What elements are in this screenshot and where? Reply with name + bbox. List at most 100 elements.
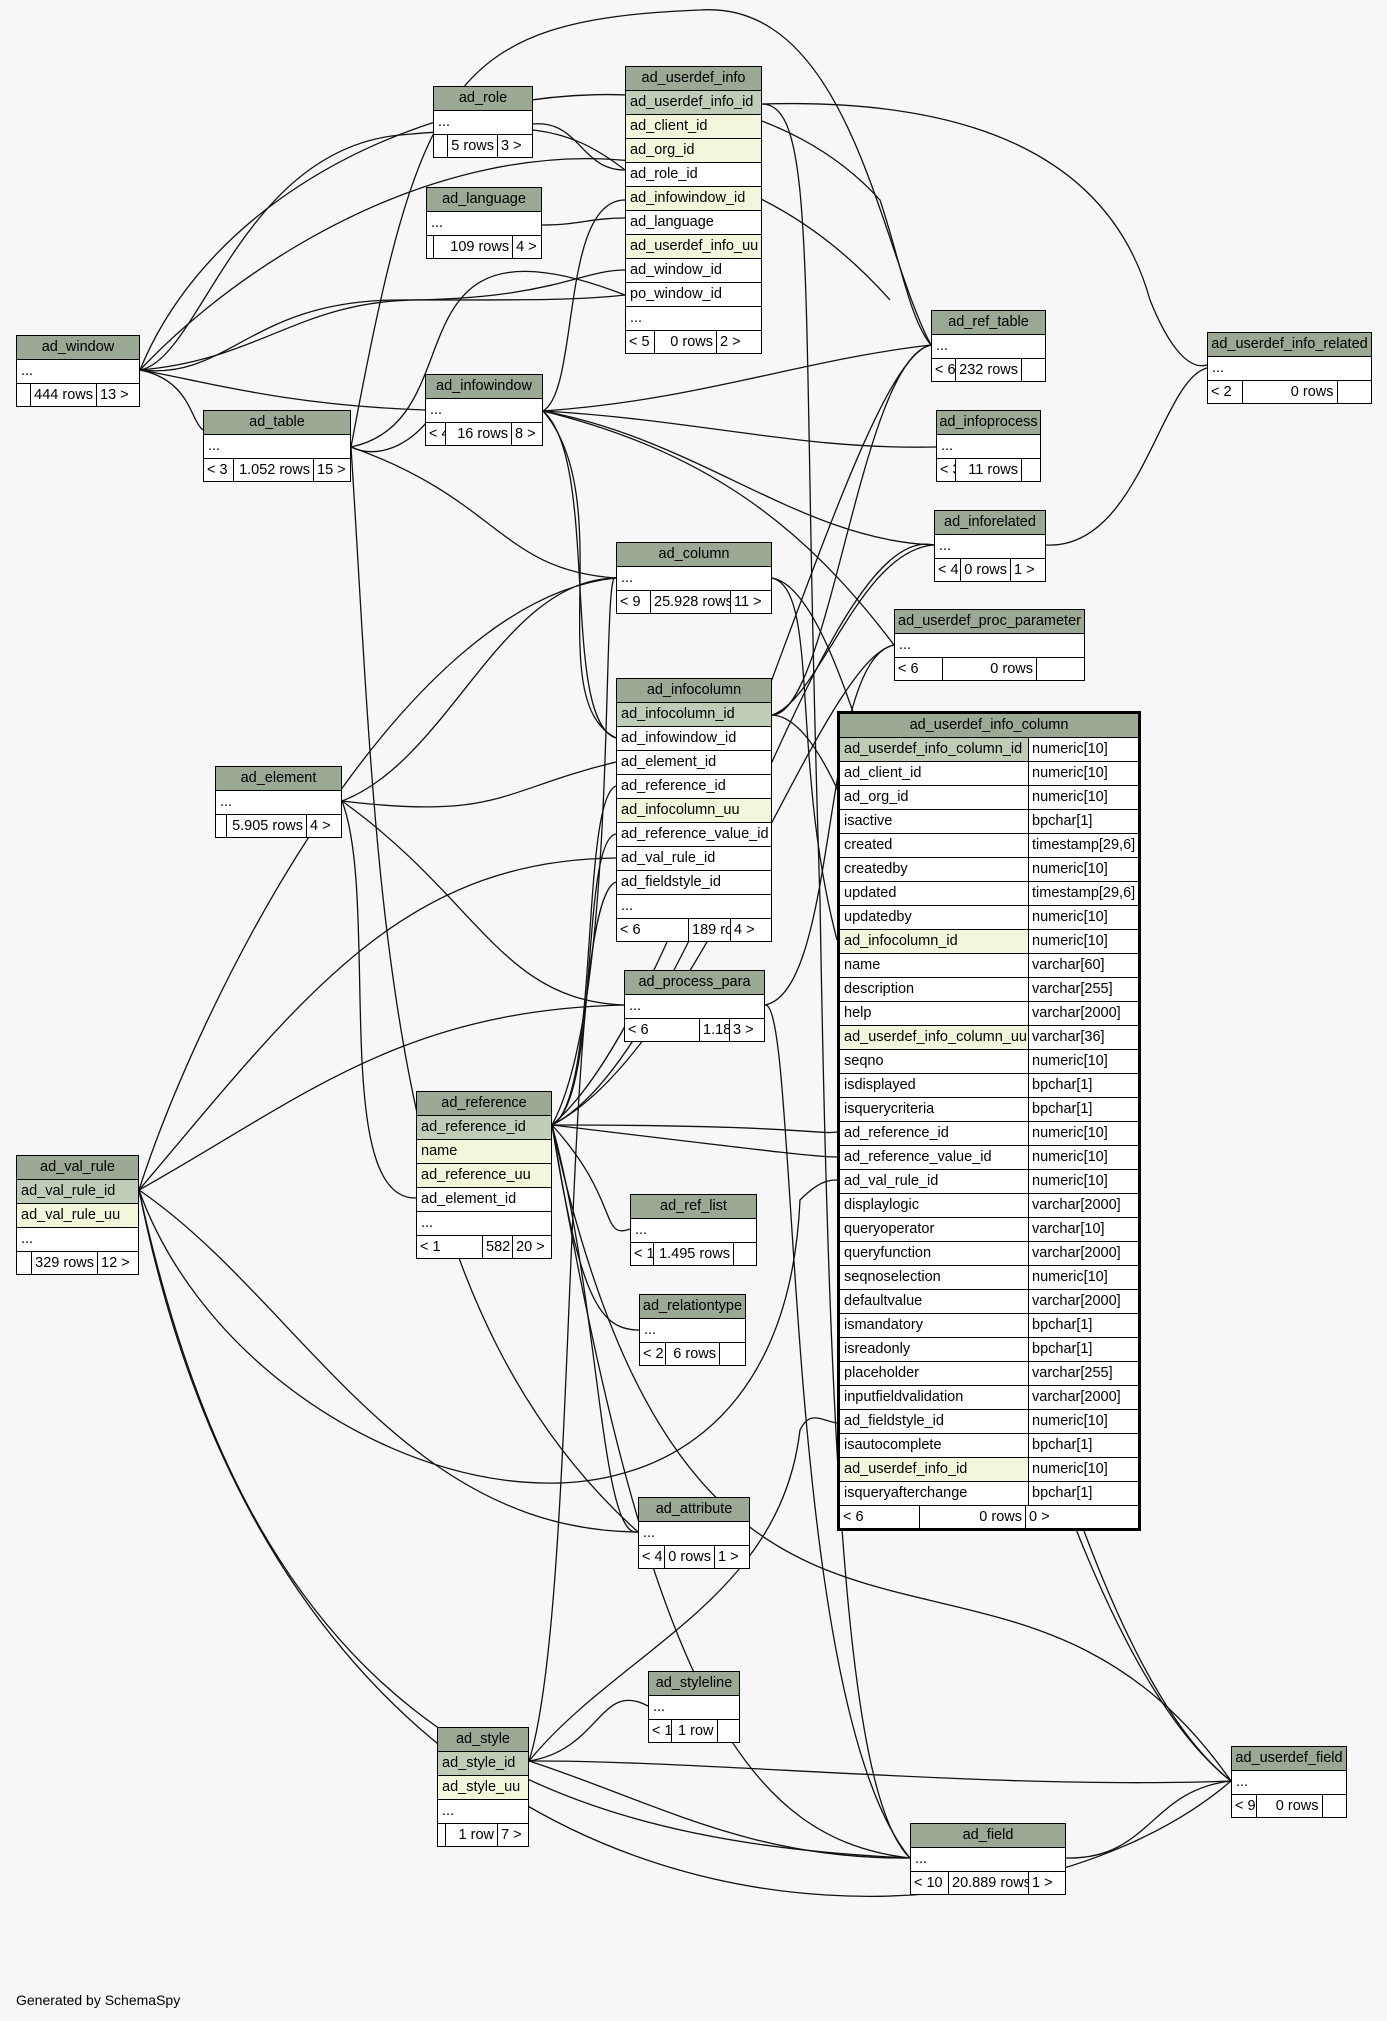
more-columns[interactable]: ... [216,791,341,815]
more-columns[interactable]: ... [935,535,1045,559]
column-row[interactable]: po_window_id [626,283,761,307]
column-row[interactable]: ad_window_id [626,259,761,283]
table-title[interactable]: ad_relationtype [640,1295,745,1319]
more-columns[interactable]: ... [17,1228,138,1252]
more-columns[interactable]: ... [639,1522,749,1546]
table-title[interactable]: ad_userdef_info [626,67,761,91]
more-columns[interactable]: ... [626,307,761,331]
table-title[interactable]: ad_inforelated [935,511,1045,535]
column-row[interactable]: ad_val_rule_uu [17,1204,138,1228]
column-row[interactable]: ad_infocolumn_id [617,703,771,727]
more-columns[interactable]: ... [895,634,1084,658]
more-columns[interactable]: ... [204,435,350,459]
column-row[interactable]: ad_val_rule_id [17,1180,138,1204]
table-title[interactable]: ad_ref_list [631,1195,756,1219]
column-row[interactable]: ad_org_id [626,139,761,163]
more-columns[interactable]: ... [631,1219,756,1243]
more-columns[interactable]: ... [937,435,1040,459]
column-row[interactable]: ad_style_uu [438,1776,528,1800]
more-columns[interactable]: ... [625,995,764,1019]
column-row[interactable]: ad_element_id [617,751,771,775]
table-title[interactable]: ad_language [427,188,541,212]
column-row[interactable]: ad_role_id [626,163,761,187]
table-title[interactable]: ad_userdef_info_column [840,714,1138,738]
table-title[interactable]: ad_infoprocess [937,411,1040,435]
more-columns[interactable]: ... [1208,357,1371,381]
table-title[interactable]: ad_userdef_proc_parameter [895,610,1084,634]
table-title[interactable]: ad_window [17,336,139,360]
table-title[interactable]: ad_role [434,87,532,111]
more-columns[interactable]: ... [1232,1771,1346,1795]
more-columns[interactable]: ... [417,1212,551,1236]
table-title[interactable]: ad_userdef_info_related [1208,333,1371,357]
table-title[interactable]: ad_attribute [639,1498,749,1522]
table-title[interactable]: ad_ref_table [932,311,1045,335]
column-row[interactable]: ad_reference_id [617,775,771,799]
column-row[interactable]: ad_userdef_info_id [626,91,761,115]
more-columns[interactable]: ... [438,1800,528,1824]
table-title[interactable]: ad_process_para [625,971,764,995]
table-title[interactable]: ad_element [216,767,341,791]
table-title[interactable]: ad_styleline [649,1672,739,1696]
table-title[interactable]: ad_column [617,543,771,567]
more-columns[interactable]: ... [617,567,771,591]
column-row[interactable]: name [417,1140,551,1164]
column-row[interactable]: ad_userdef_info_uu [626,235,761,259]
table-title[interactable]: ad_infocolumn [617,679,771,703]
column-row[interactable]: ad_element_id [417,1188,551,1212]
table-ad-infoprocess[interactable]: ad_infoprocess...< 311 rows [936,410,1041,482]
more-columns[interactable]: ... [434,111,532,135]
more-columns[interactable]: ... [17,360,139,384]
table-title[interactable]: ad_val_rule [17,1156,138,1180]
column-row[interactable]: ad_fieldstyle_id [617,871,771,895]
column-row[interactable]: ad_reference_value_id [617,823,771,847]
table-title[interactable]: ad_style [438,1728,528,1752]
table-title[interactable]: ad_table [204,411,350,435]
column-row[interactable]: ad_infowindow_id [617,727,771,751]
column-row[interactable]: ad_reference_id [417,1116,551,1140]
table-title[interactable]: ad_field [911,1824,1065,1848]
more-columns[interactable]: ... [426,399,542,423]
